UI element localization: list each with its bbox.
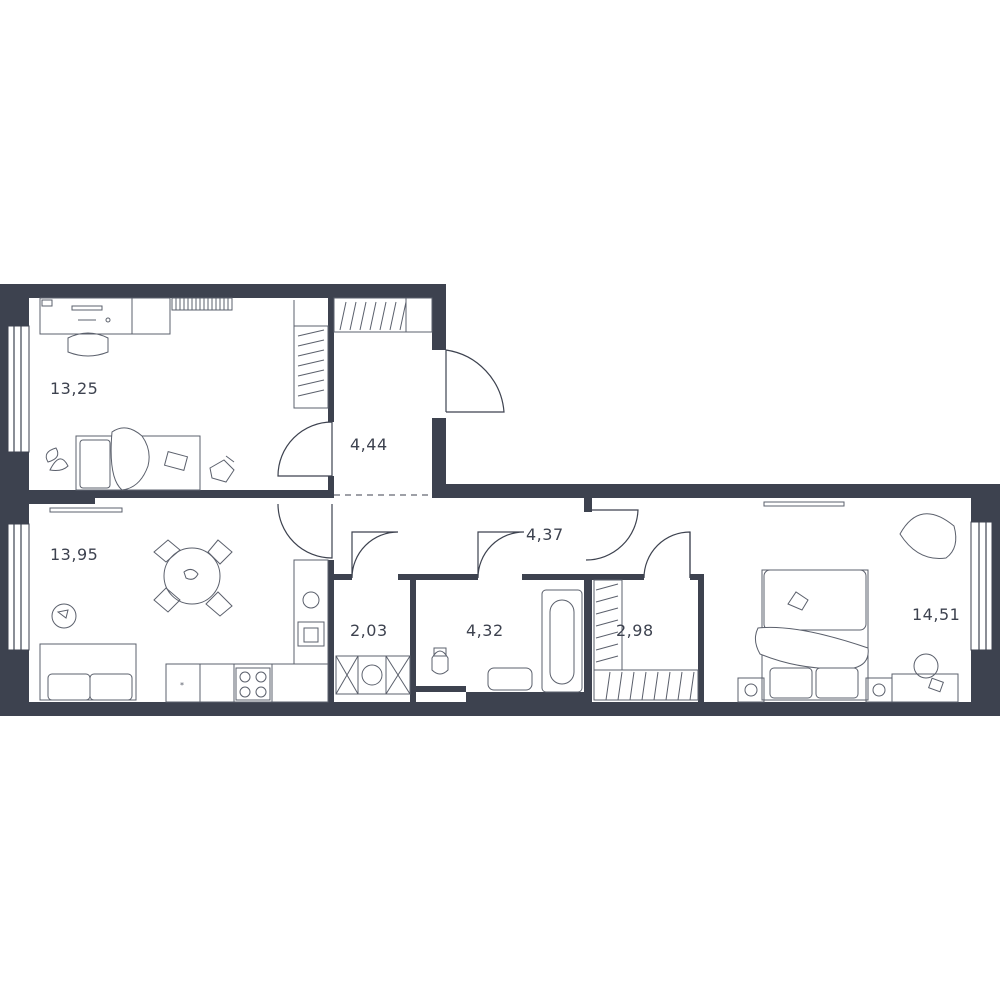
- door-bedroom-right: [585, 509, 639, 561]
- kitchen-furniture: *: [39, 507, 329, 703]
- window-bedroom-left: [7, 325, 30, 453]
- nightstand-right: [865, 677, 893, 703]
- door-bedroom-left: [277, 421, 333, 477]
- wall-tv: [763, 501, 845, 507]
- bedroom-right-furniture: [737, 501, 959, 703]
- door-laundry: [351, 531, 399, 579]
- wardrobe-bedroom-left: [293, 325, 329, 409]
- area-label-wardrobe: 2,98: [616, 621, 654, 640]
- plant-pot: [51, 603, 77, 629]
- nightstand-left: [737, 677, 765, 703]
- door-kitchen: [277, 503, 333, 559]
- chair: [153, 539, 181, 563]
- door-bathroom: [477, 531, 525, 579]
- dressing-table: [891, 673, 959, 703]
- hall-furniture: [333, 297, 433, 333]
- doors: [277, 349, 691, 579]
- windows: [7, 325, 993, 651]
- washing-machine: [335, 655, 411, 695]
- wardrobe-room-furniture: [593, 579, 699, 701]
- bathtub: [541, 589, 583, 693]
- door-wardrobe: [643, 531, 691, 579]
- toilet: [431, 650, 449, 675]
- armchair: [899, 513, 957, 559]
- area-label-kitchen-living: 13,95: [50, 545, 98, 564]
- monitor: [71, 305, 103, 311]
- plant: [45, 447, 69, 471]
- kitchen-counter: [293, 559, 329, 665]
- bookshelf: [171, 297, 233, 311]
- area-labels: 13,25 4,44 13,95 4,37 2,03 4,32 2,98 14,…: [50, 379, 960, 640]
- kitchen-sink: [297, 621, 325, 647]
- area-label-laundry: 2,03: [350, 621, 388, 640]
- dining-table: [163, 547, 221, 605]
- svg-text:*: *: [180, 681, 184, 690]
- area-label-corridor: 4,37: [526, 525, 564, 544]
- window-bedroom-right: [970, 521, 993, 651]
- bedroom-left-furniture: [39, 297, 329, 491]
- window-kitchen: [7, 523, 30, 651]
- hall-wardrobe: [333, 297, 433, 333]
- area-label-hall: 4,44: [350, 435, 388, 454]
- area-label-bedroom-right: 14,51: [912, 605, 960, 624]
- stove: [235, 667, 271, 701]
- bathroom-furniture: [431, 589, 583, 693]
- area-label-bathroom: 4,32: [466, 621, 504, 640]
- office-chair: [67, 332, 109, 357]
- laundry-furniture: [335, 655, 411, 695]
- washbasin: [487, 667, 533, 691]
- area-label-bedroom-left: 13,25: [50, 379, 98, 398]
- desk: [39, 297, 171, 335]
- entrance-door: [445, 349, 505, 413]
